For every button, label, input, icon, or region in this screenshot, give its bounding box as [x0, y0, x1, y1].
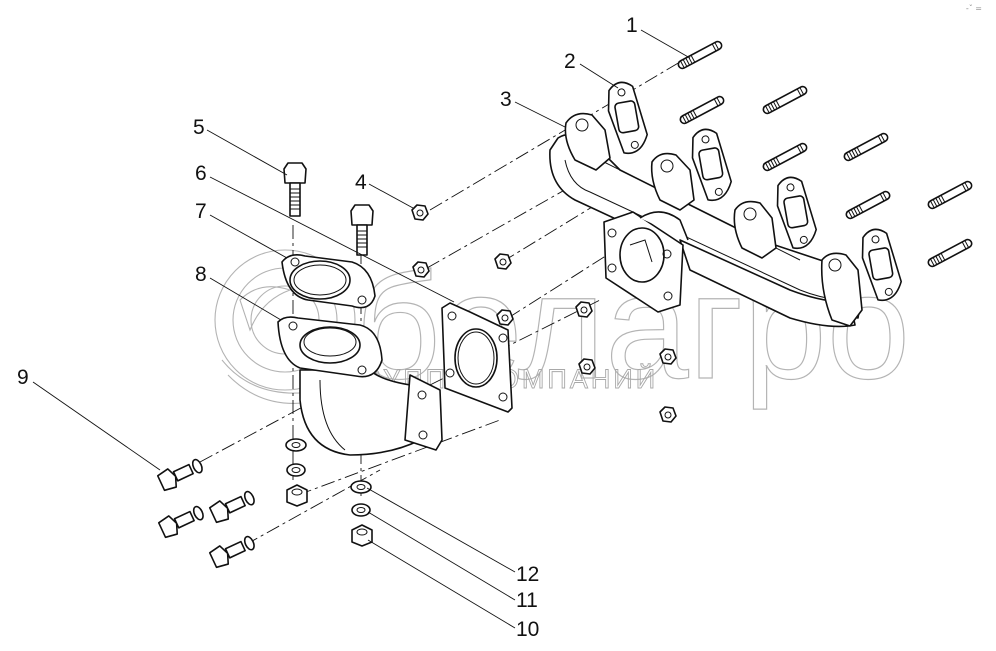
callout-4: 4	[355, 171, 367, 194]
callout-2: 2	[564, 50, 576, 73]
stud	[927, 180, 973, 210]
callout-12: 12	[516, 563, 539, 586]
bolt-with-washer	[157, 505, 204, 539]
port-gasket	[691, 128, 732, 202]
flat-washer	[285, 438, 307, 452]
callout-labels: 1 2 3 4 5 6 7 8 9 12 11 10	[17, 14, 638, 641]
callout-7: 7	[195, 200, 207, 223]
port-gasket	[607, 81, 648, 155]
nut	[494, 253, 512, 270]
nut	[659, 406, 677, 423]
nut	[351, 524, 373, 547]
bolt-with-washer	[208, 535, 255, 569]
stud-group	[677, 40, 973, 268]
nut	[412, 261, 430, 278]
callout-6: 6	[195, 162, 207, 185]
nut	[659, 348, 677, 365]
exhaust-elbow	[277, 316, 443, 456]
bolt	[283, 162, 307, 217]
callout-9: 9	[17, 366, 29, 389]
nut	[286, 484, 308, 507]
nut	[575, 301, 593, 318]
port-gasket	[776, 176, 817, 250]
callout-5: 5	[193, 116, 205, 139]
stud	[762, 85, 808, 115]
manifold-port-flange	[820, 252, 863, 327]
nut	[578, 358, 596, 375]
stud	[843, 132, 889, 162]
stud	[762, 142, 808, 172]
manifold-port-flange	[733, 200, 777, 259]
nut	[411, 204, 429, 221]
callout-8: 8	[195, 263, 207, 286]
manifold-port-flange	[650, 152, 695, 211]
manifold-port-flange	[564, 112, 611, 171]
nut-group	[411, 204, 677, 423]
exhaust-manifold	[549, 112, 863, 328]
spring-washer	[286, 463, 306, 477]
stud	[679, 95, 725, 125]
manifold-outlet-flange	[603, 211, 689, 313]
port-gasket-group	[607, 81, 902, 302]
corner-mark: -ˇ =	[965, 4, 982, 13]
callout-1: 1	[626, 14, 638, 37]
leader-lines	[32, 29, 691, 629]
spring-washer	[351, 503, 371, 517]
stud	[845, 190, 891, 220]
bolt-washer-group	[156, 458, 255, 569]
stud	[677, 40, 723, 70]
bolt-with-washer	[156, 458, 203, 492]
bolt	[350, 204, 374, 256]
nut	[496, 309, 514, 326]
callout-11: 11	[516, 589, 538, 612]
fastener-stack	[285, 438, 373, 547]
stud	[927, 238, 973, 268]
callout-10: 10	[516, 618, 539, 641]
port-gasket	[861, 228, 902, 302]
callout-3: 3	[500, 88, 512, 111]
bolt-with-washer	[208, 490, 255, 524]
flat-washer	[350, 480, 372, 494]
oval-flange-gasket	[281, 254, 376, 309]
square-flange-gasket	[441, 302, 513, 413]
